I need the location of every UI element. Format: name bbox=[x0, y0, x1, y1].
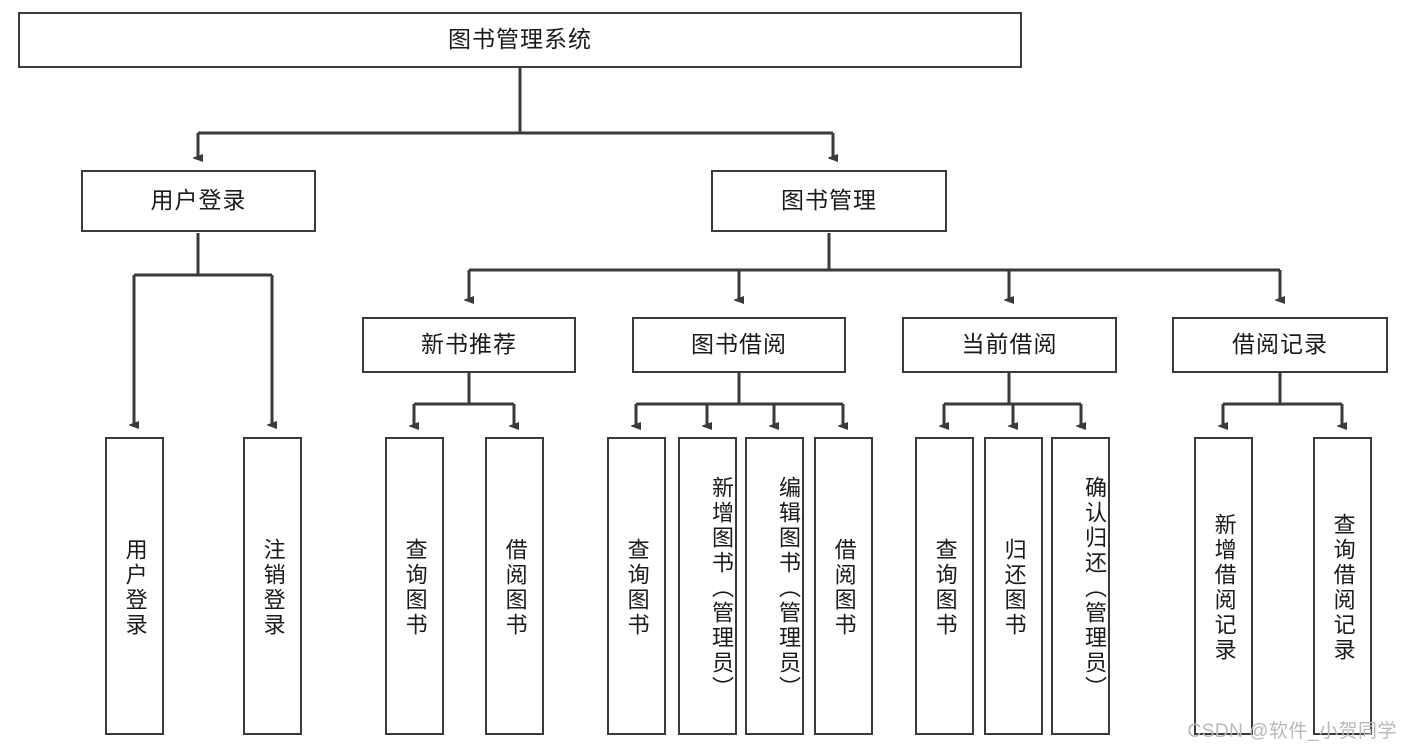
leaf-book-borrow-add: 新增图书（管理员） bbox=[678, 437, 737, 735]
leaf-current-borrow-return-label: 归还图书 bbox=[1001, 538, 1027, 638]
leaf-current-borrow-confirm: 确认归还（管理员） bbox=[1051, 437, 1110, 735]
leaf-book-borrow-edit: 编辑图书（管理员） bbox=[745, 437, 804, 735]
node-book-management: 图书管理 bbox=[711, 170, 947, 232]
leaf-user-login-signin: 用户登录 bbox=[105, 437, 164, 735]
leaf-borrow-record-query: 查询借阅记录 bbox=[1313, 437, 1372, 735]
node-user-login: 用户登录 bbox=[81, 170, 316, 232]
leaf-book-borrow-lend-label: 借阅图书 bbox=[831, 538, 857, 638]
leaf-new-book-query: 查询图书 bbox=[385, 437, 444, 735]
leaf-user-login-signout-label: 注销登录 bbox=[260, 538, 286, 638]
leaf-book-borrow-query: 查询图书 bbox=[607, 437, 666, 735]
node-book-management-label: 图书管理 bbox=[781, 187, 877, 214]
leaf-current-borrow-query-label: 查询图书 bbox=[932, 538, 958, 638]
leaf-book-borrow-lend: 借阅图书 bbox=[814, 437, 873, 735]
leaf-user-login-signout: 注销登录 bbox=[243, 437, 302, 735]
leaf-current-borrow-return: 归还图书 bbox=[984, 437, 1043, 735]
node-new-book-recommend-label: 新书推荐 bbox=[421, 331, 517, 358]
leaf-borrow-record-query-label: 查询借阅记录 bbox=[1330, 513, 1356, 663]
leaf-book-borrow-add-label: 新增图书（管理员） bbox=[709, 475, 734, 701]
leaf-new-book-borrow-label: 借阅图书 bbox=[502, 538, 528, 638]
node-current-borrow: 当前借阅 bbox=[902, 317, 1117, 373]
leaf-current-borrow-confirm-label: 确认归还（管理员） bbox=[1082, 475, 1107, 701]
leaf-new-book-borrow: 借阅图书 bbox=[485, 437, 544, 735]
node-borrow-record-label: 借阅记录 bbox=[1232, 331, 1328, 358]
node-book-borrow: 图书借阅 bbox=[632, 317, 846, 373]
node-book-borrow-label: 图书借阅 bbox=[691, 331, 787, 358]
node-user-login-label: 用户登录 bbox=[150, 187, 247, 214]
leaf-borrow-record-add-label: 新增借阅记录 bbox=[1211, 513, 1237, 663]
node-borrow-record: 借阅记录 bbox=[1172, 317, 1388, 373]
node-root-system-label: 图书管理系统 bbox=[448, 26, 592, 53]
node-new-book-recommend: 新书推荐 bbox=[362, 317, 576, 373]
leaf-new-book-query-label: 查询图书 bbox=[402, 538, 428, 638]
leaf-borrow-record-add: 新增借阅记录 bbox=[1194, 437, 1253, 735]
leaf-book-borrow-edit-label: 编辑图书（管理员） bbox=[776, 475, 801, 701]
node-root-system: 图书管理系统 bbox=[18, 12, 1022, 68]
leaf-book-borrow-query-label: 查询图书 bbox=[624, 538, 650, 638]
leaf-user-login-signin-label: 用户登录 bbox=[122, 538, 148, 638]
leaf-current-borrow-query: 查询图书 bbox=[915, 437, 974, 735]
node-current-borrow-label: 当前借阅 bbox=[961, 331, 1058, 358]
